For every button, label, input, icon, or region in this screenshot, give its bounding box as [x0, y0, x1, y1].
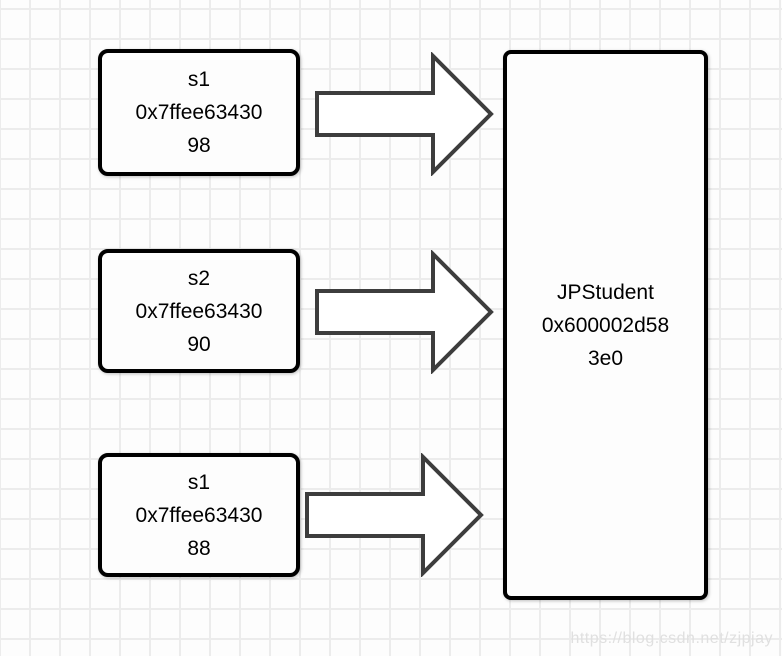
pointer-box-s1-98: s1 0x7ffee63430 98 — [98, 49, 300, 176]
object-address: 0x600002d58 — [541, 313, 670, 337]
variable-name: s2 — [187, 266, 211, 290]
variable-address: 0x7ffee63430 — [135, 101, 263, 124]
watermark: https://blog.csdn.net/zjpjay — [570, 630, 773, 647]
variable-address: 0x7ffee63430 — [135, 299, 263, 323]
right-arrow-icon — [315, 52, 494, 176]
pointer-box-s2-90: s2 0x7ffee63430 90 — [98, 249, 300, 373]
variable-address-continued: 90 — [187, 332, 211, 356]
right-arrow-icon — [315, 250, 494, 374]
variable-address-continued: 98 — [187, 134, 211, 157]
variable-address: 0x7ffee63430 — [135, 503, 263, 527]
object-box-jpstudent: JPStudent 0x600002d58 3e0 — [503, 50, 708, 600]
pointer-box-s1-88: s1 0x7ffee63430 88 — [98, 453, 300, 577]
right-arrow-icon — [305, 453, 484, 577]
object-address-continued: 3e0 — [587, 346, 624, 370]
variable-address-continued: 88 — [187, 536, 211, 560]
variable-name: s1 — [187, 470, 211, 494]
variable-name: s1 — [187, 68, 211, 91]
object-class-name: JPStudent — [557, 280, 654, 304]
